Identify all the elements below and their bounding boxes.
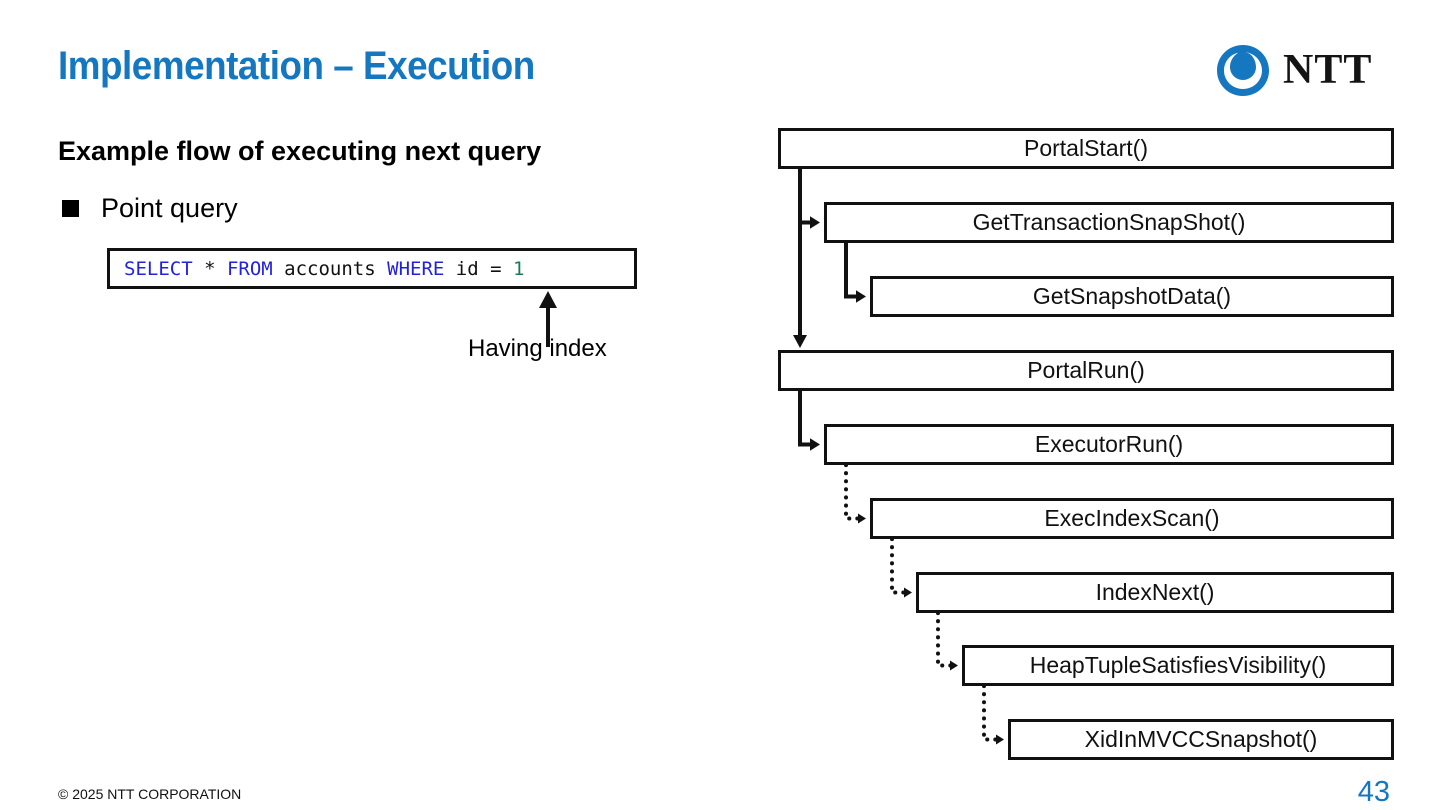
arrowhead-icon [856,290,866,303]
square-bullet-icon [62,200,79,217]
flow-box-label: XidInMVCCSnapshot() [1084,726,1318,752]
ntt-logo: NTT [1213,42,1378,98]
sql-token-keyword: WHERE [387,257,445,280]
arrowhead-icon [858,513,866,524]
sql-token-plain: * [192,257,227,280]
flow-connector [936,611,953,668]
flow-box-label: GetSnapshotData() [1032,283,1232,309]
flow-box-xidinmvccsnapshot: XidInMVCCSnapshot() [1008,719,1394,760]
sql-token-plain: id = [444,257,513,280]
having-index-label: Having index [468,335,607,362]
flow-box-label: HeapTupleSatisfiesVisibility() [1029,652,1327,678]
sql-token-plain: accounts [272,257,388,280]
flow-box-label: ExecutorRun() [1034,431,1184,457]
flow-box-portalstart: PortalStart() [778,128,1394,169]
flow-connector [982,684,999,742]
flow-connector [890,537,907,595]
flow-box-label: ExecIndexScan() [1044,505,1220,531]
flow-connector [844,243,859,299]
arrowhead-icon [904,587,912,598]
sql-token-keyword: FROM [226,257,273,280]
flow-box-executorrun: ExecutorRun() [824,424,1394,465]
flow-box-indexnext: IndexNext() [916,572,1394,613]
copyright-notice: © 2025 NTT CORPORATION [58,786,242,802]
sql-token-keyword: SELECT [124,257,193,280]
flow-box-gettransactionsnapshot: GetTransactionSnapShot() [824,202,1394,243]
arrowhead-icon [810,216,820,229]
bullet-label: Point query [101,193,238,223]
flow-box-portalrun: PortalRun() [778,350,1394,391]
flow-box-label: PortalStart() [1024,135,1148,161]
flow-box-execindexscan: ExecIndexScan() [870,498,1394,539]
flow-box-getsnapshotdata: GetSnapshotData() [870,276,1394,317]
flow-box-label: PortalRun() [1027,357,1145,383]
sql-code-box: SELECT * FROM accounts WHERE id = 1 [107,248,637,289]
page-number: 43 [1357,776,1390,808]
up-arrow-icon [539,291,557,347]
arrowhead-icon [793,335,807,348]
bullet-item-point-query: Point query [62,193,238,224]
flow-connector [798,169,813,225]
flow-box-label: IndexNext() [1095,579,1215,605]
arrowhead-icon [950,660,958,671]
arrowhead-icon [996,734,1004,745]
page-title: Implementation – Execution [58,44,535,88]
ntt-wordmark: NTT [1283,47,1373,93]
ntt-swirl-mark [1217,45,1269,96]
flow-connector [844,463,861,521]
sql-code-text: SELECT * FROM accounts WHERE id = 1 [124,258,524,280]
sql-token-number: 1 [512,257,525,280]
arrowhead-icon [810,438,820,451]
flow-connector [798,391,813,447]
flow-box-heaptuplesatisfiesvisibility: HeapTupleSatisfiesVisibility() [962,645,1394,686]
flow-box-label: GetTransactionSnapShot() [972,209,1246,235]
lead-text: Example flow of executing next query [58,136,542,166]
